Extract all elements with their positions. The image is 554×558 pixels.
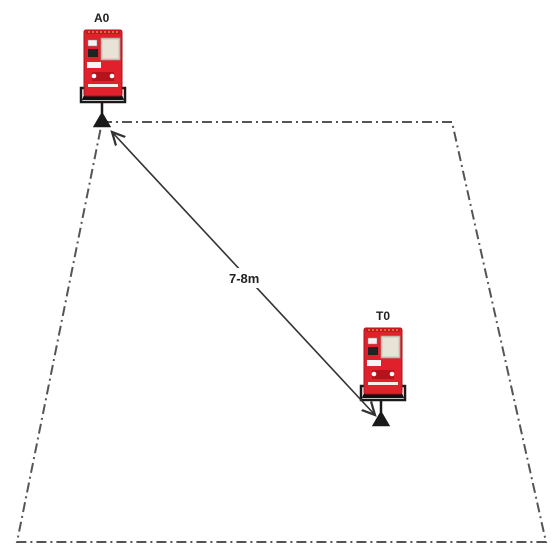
room-boundary: [15, 121, 548, 543]
anchor-stand: [92, 102, 112, 128]
tag-node: T0: [359, 309, 407, 427]
anchor-board: [79, 28, 127, 104]
tag-board: [359, 326, 407, 402]
tag-label: T0: [376, 309, 390, 323]
distance-label-bg: [224, 268, 270, 288]
tag-stand: [371, 400, 391, 427]
anchor-node: A0: [79, 11, 127, 128]
distance-label: 7-8m: [229, 271, 259, 286]
anchor-label: A0: [94, 11, 110, 25]
